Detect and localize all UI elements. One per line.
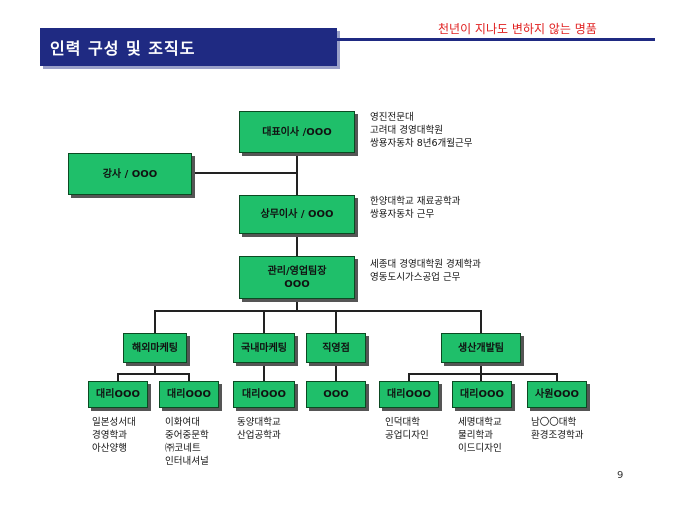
staff-note: 동양대학교 산업공학과: [237, 417, 281, 441]
lecturer-box: 강사 / OOO: [68, 153, 192, 195]
connector-admin-down: [296, 299, 298, 311]
connector-branch-lecturer: [191, 172, 298, 174]
staff-label: 대리OOO: [96, 389, 140, 400]
slogan: 천년이 지나도 변하지 않는 명품: [438, 22, 597, 36]
managing-director-label: 상무이사 / OOO: [260, 209, 334, 220]
staff-note: 남〇〇대학 환경조경학과: [531, 417, 584, 441]
connector-overseas-bar: [117, 373, 190, 375]
staff-box: 대리OOO: [379, 381, 439, 408]
staff-label: 대리OOO: [167, 389, 211, 400]
staff-box: 대리OOO: [452, 381, 512, 408]
dept-overseas-marketing: 해외마케팅: [123, 333, 187, 363]
connector-branch-to-director: [296, 173, 298, 195]
staff-label: 대리OOO: [460, 389, 504, 400]
ceo-box: 대표이사 /OOO: [239, 111, 355, 153]
staff-note: 인덕대학 공업디자인: [385, 417, 429, 441]
dept-direct-store: 직영점: [306, 333, 366, 363]
dept-label: 직영점: [322, 342, 350, 354]
managing-director-note: 한양대학교 재료공학과 쌍용자동차 근무: [370, 196, 461, 220]
connector-dept-1: [154, 310, 156, 333]
dept-domestic-marketing: 국내마케팅: [233, 333, 295, 363]
connector-dept-4: [480, 310, 482, 333]
admin-team-label: 관리/영업팀장 OOO: [267, 265, 327, 290]
staff-note: 세명대학교 물리학과 이드디자인: [458, 417, 502, 454]
lecturer-label: 강사 / OOO: [102, 168, 158, 180]
dept-label: 국내마케팅: [241, 342, 287, 354]
staff-box: OOO: [306, 381, 366, 408]
managing-director-box: 상무이사 / OOO: [239, 195, 355, 234]
page-number: 9: [617, 470, 624, 481]
staff-box: 대리OOO: [159, 381, 219, 408]
staff-box: 사원OOO: [527, 381, 587, 408]
connector-ceo-to-branch: [296, 153, 298, 173]
staff-label: 사원OOO: [535, 389, 579, 400]
staff-box: 대리OOO: [88, 381, 148, 408]
dept-production-dev: 생산개발팀: [441, 333, 521, 363]
connector-production-down: [480, 363, 482, 374]
staff-label: 대리OOO: [387, 389, 431, 400]
connector-dept-3: [335, 310, 337, 333]
connector-staff-5: [408, 373, 410, 381]
staff-note: 일본성서대 경영학과 아산양행: [92, 417, 136, 454]
connector-overseas-down: [154, 363, 156, 374]
connector-store-down: [335, 363, 337, 381]
title-bar: 인력 구성 및 조직도: [40, 28, 337, 66]
connector-dept-bar: [154, 310, 482, 312]
ceo-note: 영진전문대 고려대 경영대학원 쌍용자동차 8년6개월근무: [370, 112, 473, 149]
staff-label: 대리OOO: [242, 389, 286, 400]
connector-staff-6: [480, 373, 482, 381]
connector-production-bar: [408, 373, 558, 375]
staff-label: OOO: [323, 389, 349, 400]
dept-label: 해외마케팅: [132, 342, 178, 354]
staff-note: 이화여대 중어중문학 ㈜코네트 인터내셔널: [165, 417, 209, 467]
connector-staff-7: [556, 373, 558, 381]
connector-domestic-down: [263, 363, 265, 381]
title-underline: [337, 38, 655, 41]
page-title: 인력 구성 및 조직도: [50, 39, 196, 58]
admin-team-note: 세종대 경영대학원 경제학과 영동도시가스공업 근무: [370, 259, 481, 283]
ceo-label: 대표이사 /OOO: [262, 126, 332, 138]
connector-director-to-admin: [296, 234, 298, 256]
connector-staff-1: [117, 373, 119, 381]
staff-box: 대리OOO: [233, 381, 295, 408]
admin-team-box: 관리/영업팀장 OOO: [239, 256, 355, 299]
connector-dept-2: [263, 310, 265, 333]
dept-label: 생산개발팀: [458, 342, 504, 354]
connector-staff-2: [188, 373, 190, 381]
